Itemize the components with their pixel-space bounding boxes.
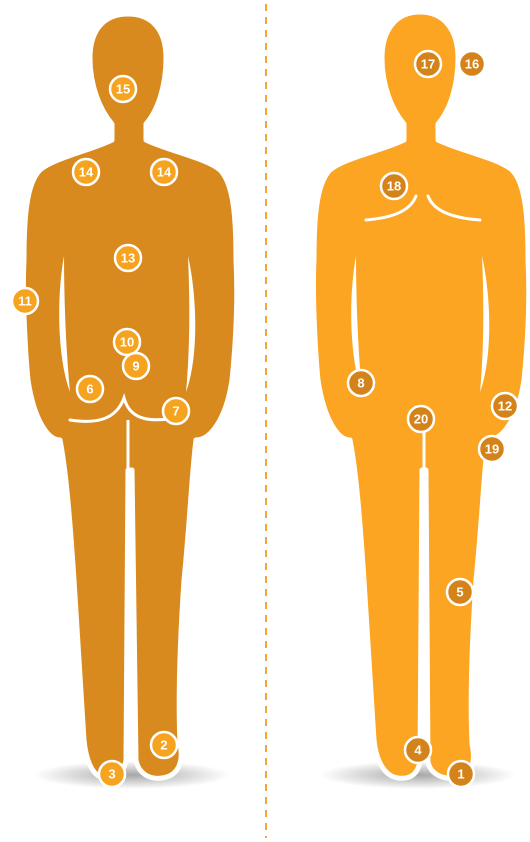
marker-label: 18 (387, 179, 401, 194)
marker-label: 17 (421, 57, 435, 72)
marker-label: 10 (120, 335, 134, 350)
marker-label: 6 (86, 382, 93, 397)
back-figure-shadow (34, 761, 230, 789)
marker-label: 2 (160, 738, 167, 753)
front-view-marker-19: 19 (479, 436, 505, 462)
marker-label: 14 (79, 165, 94, 180)
marker-label: 9 (132, 359, 139, 374)
marker-label: 15 (116, 82, 130, 97)
front-view-marker-20: 20 (408, 406, 434, 432)
back-view-marker-7: 7 (163, 398, 189, 424)
marker-label: 7 (172, 404, 179, 419)
marker-label: 13 (121, 251, 135, 266)
back-view-marker-14: 14 (151, 159, 177, 185)
marker-label: 19 (485, 442, 499, 457)
front-view-marker-16: 16 (459, 51, 485, 77)
front-view-marker-17: 17 (415, 51, 441, 77)
front-view-marker-12: 12 (492, 393, 518, 419)
marker-label: 1 (457, 767, 464, 782)
front-view-marker-5: 5 (447, 579, 473, 605)
back-view-marker-15: 15 (110, 76, 136, 102)
front-view-marker-18: 18 (381, 173, 407, 199)
back-view-marker-9: 9 (123, 353, 149, 379)
marker-label: 3 (108, 767, 115, 782)
back-view-marker-14: 14 (73, 159, 99, 185)
marker-label: 20 (414, 412, 428, 427)
marker-label: 5 (456, 585, 463, 600)
back-view-marker-13: 13 (115, 245, 141, 271)
front-view-marker-1: 1 (448, 761, 474, 787)
marker-label: 12 (498, 399, 512, 414)
back-view-marker-11: 11 (12, 288, 38, 314)
marker-label: 4 (414, 743, 422, 758)
marker-label: 11 (18, 294, 32, 309)
back-view-marker-6: 6 (77, 376, 103, 402)
marker-label: 8 (357, 376, 364, 391)
back-view-marker-2: 2 (151, 732, 177, 758)
back-view-marker-10: 10 (114, 329, 140, 355)
marker-label: 14 (157, 165, 172, 180)
front-view-marker-8: 8 (348, 370, 374, 396)
front-view-marker-4: 4 (405, 737, 431, 763)
marker-label: 16 (465, 57, 479, 72)
back-view-marker-3: 3 (99, 761, 125, 787)
back-figure-silhouette (23, 14, 236, 778)
